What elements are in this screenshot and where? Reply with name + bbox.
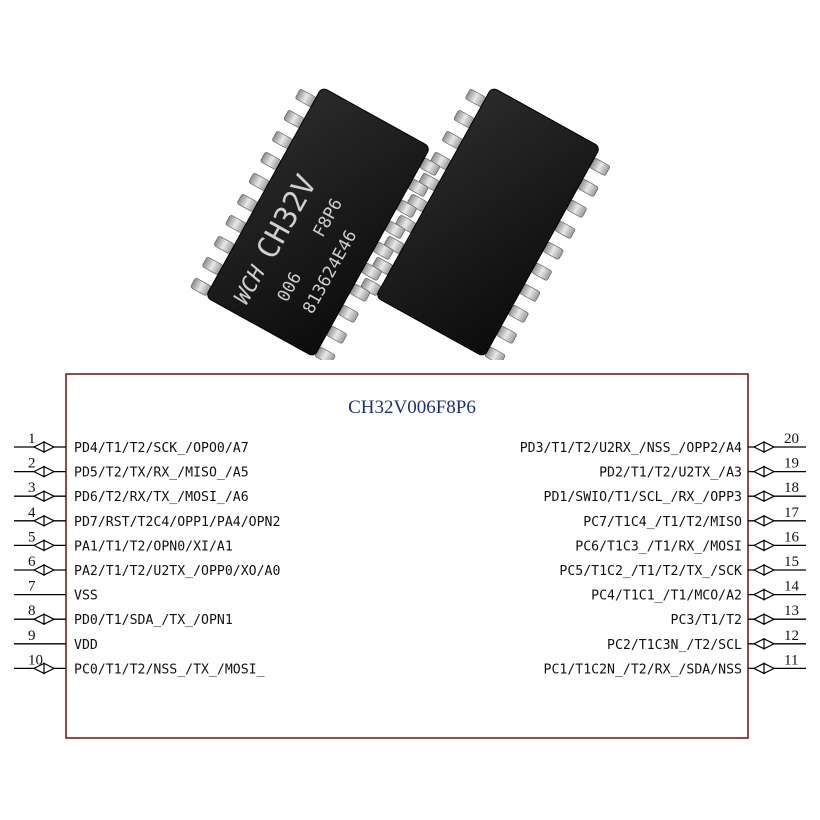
- right-pin-column: 20PD3/T1/T2/U2RX_/NSS_/OPP2/A419PD2/T1/T…: [520, 431, 806, 677]
- pin-label: PD3/T1/T2/U2RX_/NSS_/OPP2/A4: [520, 441, 742, 456]
- io-arrow-icon: [752, 441, 776, 453]
- chip-back: [360, 88, 610, 360]
- pin-number: 9: [28, 628, 36, 644]
- io-arrow-icon: [32, 441, 56, 453]
- pin-label: PD2/T1/T2/U2TX_/A3: [599, 466, 742, 481]
- pin-number: 19: [784, 456, 799, 472]
- pin-number: 8: [28, 603, 36, 619]
- pin-label: PC2/T1C3N_/T2/SCL: [607, 638, 742, 653]
- pin-number: 5: [28, 529, 36, 545]
- pin-label: PC6/T1C3_/T1/RX_/MOSI: [575, 539, 742, 554]
- pin-label: PD5/T2/TX/RX_/MISO_/A5: [74, 466, 249, 481]
- io-arrow-icon: [752, 662, 776, 675]
- chip-photo: WCH CH32V 006 F8P6 813624E46: [190, 88, 610, 360]
- pin-number: 2: [28, 456, 36, 472]
- io-arrow-icon: [752, 613, 776, 626]
- pin-label: PC3/T1/T2: [671, 613, 742, 628]
- io-arrow-icon: [32, 490, 56, 503]
- io-arrow-icon: [752, 637, 776, 650]
- pin-number: 6: [28, 554, 36, 570]
- pin-number: 11: [784, 652, 798, 668]
- io-arrow-icon: [752, 539, 776, 552]
- pin-label: PC1/T1C2N_/T2/RX_/SDA/NSS: [544, 662, 743, 677]
- pin-number: 16: [784, 529, 800, 545]
- pin-label: PD0/T1/SDA_/TX_/OPN1: [74, 613, 233, 628]
- pin-label: PC5/T1C2_/T1/T2/TX_/SCK: [559, 564, 742, 579]
- pin-number: 12: [784, 628, 799, 644]
- pin-label: VSS: [74, 589, 98, 604]
- pin-number: 18: [784, 480, 799, 496]
- pin-number: 3: [28, 480, 36, 496]
- pin-label: PD1/SWIO/T1/SCL_/RX_/OPP3: [544, 490, 743, 505]
- ic-title: CH32V006F8P6: [348, 397, 476, 418]
- io-arrow-icon: [32, 465, 56, 478]
- io-arrow-icon: [752, 465, 776, 478]
- io-arrow-icon: [32, 564, 56, 576]
- pin-label: PD6/T2/RX/TX_/MOSI_/A6: [74, 490, 249, 505]
- io-arrow-icon: [32, 539, 56, 552]
- pin-number: 20: [784, 431, 799, 447]
- io-arrow-icon: [32, 662, 56, 675]
- pin-number: 1: [28, 431, 36, 447]
- io-arrow-icon: [752, 588, 776, 601]
- pin-label: PC4/T1C1_/T1/MCO/A2: [591, 589, 742, 604]
- io-arrow-icon: [32, 514, 56, 527]
- pin-label: PC0/T1/T2/NSS_/TX_/MOSI_: [74, 662, 265, 677]
- pin-number: 13: [784, 603, 799, 619]
- pinout-diagram: CH32V006F8P6 1PD4/T1/T2/SCK_/OPO0/A72PD5…: [14, 373, 806, 739]
- io-arrow-icon: [752, 514, 776, 527]
- pin-label: PA2/T1/T2/U2TX_/OPP0/XO/A0: [74, 564, 280, 579]
- pin-number: 17: [784, 505, 800, 521]
- pin-label: PC7/T1C4_/T1/T2/MISO: [583, 515, 742, 530]
- io-arrow-icon: [752, 490, 776, 503]
- pin-label: PD4/T1/T2/SCK_/OPO0/A7: [74, 441, 249, 456]
- pin-label: PA1/T1/T2/OPN0/XI/A1: [74, 539, 233, 554]
- pin-number: 4: [28, 505, 36, 521]
- io-arrow-icon: [752, 564, 776, 576]
- chip-front: WCH CH32V 006 F8P6 813624E46: [190, 88, 440, 360]
- pin-label: PD7/RST/T2C4/OPP1/PA4/OPN2: [74, 515, 280, 530]
- io-arrow-icon: [32, 613, 56, 626]
- pin-number: 15: [784, 554, 799, 570]
- pin-label: VDD: [74, 638, 98, 653]
- pin-number: 10: [28, 652, 43, 668]
- ic-outline: [65, 373, 749, 739]
- pin-number: 14: [784, 579, 800, 595]
- left-pin-column: 1PD4/T1/T2/SCK_/OPO0/A72PD5/T2/TX/RX_/MI…: [14, 431, 280, 677]
- pin-number: 7: [28, 579, 36, 595]
